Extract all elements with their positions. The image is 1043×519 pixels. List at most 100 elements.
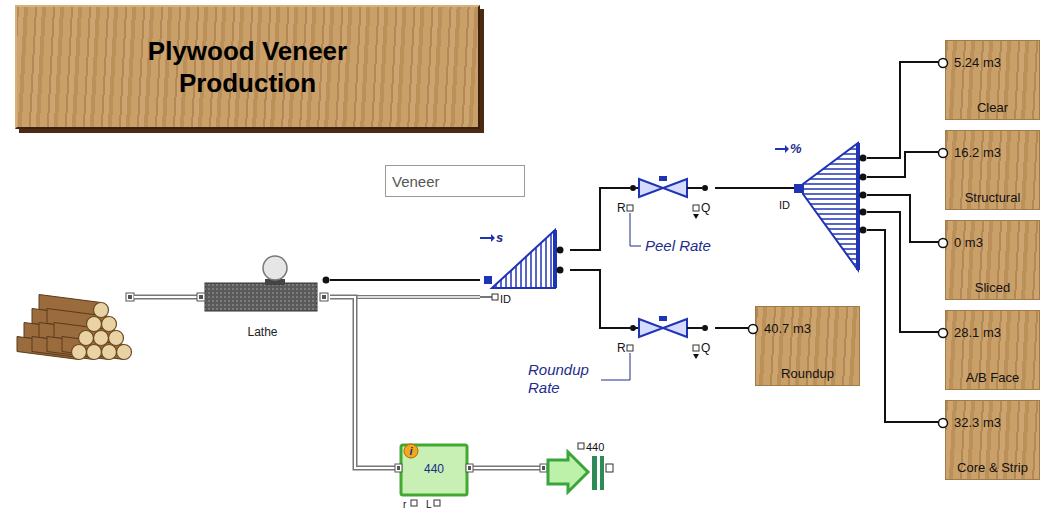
log-end — [94, 331, 109, 346]
flow-connector — [693, 345, 699, 351]
select-edge — [553, 230, 557, 288]
item-wire — [134, 295, 197, 300]
value-connector-line — [570, 188, 615, 250]
value-readout: 0 m3 — [954, 235, 983, 251]
hatch-line — [801, 158, 860, 160]
info-block: i440rL — [395, 443, 473, 511]
value-connector — [860, 174, 867, 181]
tank-name: Structural — [965, 190, 1021, 206]
log-end — [102, 345, 117, 360]
item-connector — [542, 466, 545, 470]
value-connector — [860, 192, 867, 199]
split-arrow — [775, 148, 785, 150]
rate-connector — [627, 345, 633, 351]
valve-block: RQ — [615, 176, 715, 226]
select-hatch — [496, 228, 551, 290]
connector-name: R — [617, 341, 626, 356]
hatch-line — [801, 248, 860, 250]
select-symbol — [480, 228, 570, 308]
lathe-knob — [263, 256, 287, 280]
valve-wire — [615, 327, 630, 329]
item-wire-inner — [473, 467, 540, 469]
connector-name: Q — [701, 201, 710, 216]
hatch-line — [801, 258, 860, 260]
log-end — [94, 303, 109, 318]
value-wire — [570, 270, 615, 328]
text-box-text: Veneer — [392, 173, 440, 190]
hatch-line — [801, 218, 860, 220]
hatch-line — [550, 228, 552, 290]
hatch-line — [530, 228, 532, 290]
log-end — [87, 345, 102, 360]
log-end — [109, 331, 124, 346]
valve-wing — [663, 179, 687, 197]
tank-name: Roundup — [781, 366, 834, 382]
value-connector-line — [715, 188, 775, 189]
value-wire — [330, 279, 480, 281]
item-wire — [134, 296, 197, 298]
leader-line — [601, 353, 630, 380]
count-readout: 440 — [586, 440, 604, 454]
valve-wire — [615, 187, 630, 189]
info-symbol — [395, 443, 473, 511]
tank-name: Clear — [977, 100, 1008, 116]
split-shape — [803, 143, 858, 270]
log-end — [72, 345, 87, 360]
log-end — [102, 317, 117, 332]
connector-name: ID — [779, 198, 790, 212]
value-readout: 32.3 m3 — [954, 415, 1001, 431]
value-readout: 5.24 m3 — [954, 55, 1001, 71]
item-connector — [128, 295, 132, 299]
block-label: Lathe — [195, 325, 330, 340]
connector-name: R — [617, 201, 626, 216]
value-connector — [939, 59, 948, 68]
select-arrow-head — [491, 234, 495, 242]
hatch-line — [801, 253, 860, 255]
value-connector — [323, 277, 330, 284]
output-tank: 5.24 m3 Clear — [945, 40, 1040, 120]
hatch-line — [801, 143, 860, 145]
exit-bar — [600, 456, 604, 490]
hatch-line — [540, 228, 542, 290]
output-tank: 32.3 m3Core & Strip — [945, 400, 1040, 480]
value-readout: 40.7 m3 — [764, 321, 811, 337]
valve-symbol — [615, 176, 715, 226]
valve-stem — [659, 176, 667, 181]
hatch-line — [801, 198, 860, 200]
info-badge-letter: i — [405, 444, 417, 458]
input-connector — [794, 184, 803, 193]
item-connector — [197, 293, 205, 301]
log-pile — [17, 295, 132, 360]
value-connector — [860, 155, 867, 162]
item-connector — [320, 293, 328, 301]
value-connector — [702, 325, 708, 331]
split-edge — [856, 143, 860, 270]
value-connector — [939, 329, 948, 338]
hatch-line — [525, 228, 527, 290]
hatch-line — [801, 193, 860, 195]
hatch-line — [801, 168, 860, 170]
log-end — [87, 317, 102, 332]
split-arrow-head — [785, 145, 789, 153]
hatch-line — [801, 268, 860, 270]
count-readout: 440 — [401, 462, 467, 477]
value-connector-line — [570, 270, 615, 328]
hatch-line — [801, 228, 860, 230]
item-wire-outer — [473, 466, 540, 471]
value-connector — [860, 209, 867, 216]
connector-name: r — [403, 498, 406, 511]
value-connector — [578, 443, 584, 449]
hatch-line — [801, 263, 860, 265]
hatch-line — [801, 208, 860, 210]
value-wire — [867, 152, 945, 177]
hatch-line — [520, 228, 522, 290]
input-connector — [484, 276, 492, 284]
value-connector-line — [867, 152, 945, 177]
connector-name: Q — [701, 341, 710, 356]
item-connector — [397, 466, 400, 470]
value-connector — [939, 419, 948, 428]
output-tank: 16.2 m3Structural — [945, 130, 1040, 210]
lathe-body — [205, 283, 317, 311]
text-box: Veneer — [385, 165, 525, 197]
connector-name: ID — [500, 292, 511, 306]
